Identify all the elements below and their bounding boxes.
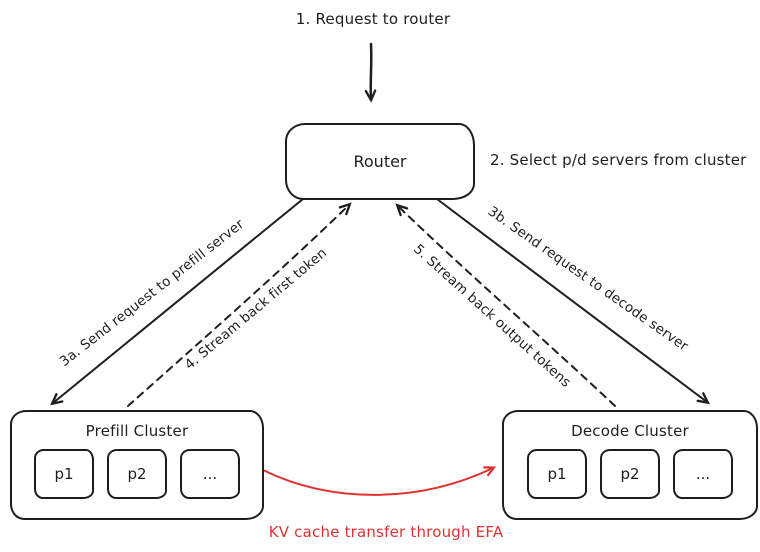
prefill-node-more: ... [180, 449, 240, 499]
prefill-node-p2: p2 [107, 449, 167, 499]
prefill-node-p1: p1 [34, 449, 94, 499]
step1-label: 1. Request to router [295, 10, 451, 28]
prefill-node-p1-label: p1 [54, 465, 74, 483]
send-request-prefill-arrow [53, 198, 304, 403]
stream-output-tokens-arrow [398, 206, 616, 407]
prefill-node-p2-label: p2 [127, 465, 147, 483]
prefill-cluster-label: Prefill Cluster [85, 422, 189, 440]
prefill-cluster-box: Prefill Cluster p1 p2 ... [10, 410, 264, 520]
decode-cluster-box: Decode Cluster p1 p2 ... [502, 410, 758, 520]
decode-cluster-label: Decode Cluster [571, 422, 689, 440]
decode-node-p1-label: p1 [547, 465, 567, 483]
kv-transfer-arrow [262, 468, 493, 496]
decode-node-more: ... [673, 449, 733, 499]
decode-node-more-label: ... [695, 465, 711, 483]
step2-label: 2. Select p/d servers from cluster [490, 151, 747, 169]
stream-first-token-arrow [127, 205, 349, 407]
prefill-node-more-label: ... [202, 465, 218, 483]
router-box: Router [285, 123, 475, 200]
decode-node-p2: p2 [600, 449, 660, 499]
send-request-decode-arrow [436, 198, 707, 402]
decode-node-p1: p1 [527, 449, 587, 499]
router-label: Router [353, 152, 407, 171]
decode-node-p2-label: p2 [620, 465, 640, 483]
request-to-router-arrow [371, 42, 372, 99]
prefill-nodes: p1 p2 ... [12, 449, 262, 499]
decode-nodes: p1 p2 ... [504, 449, 756, 499]
kv-transfer-label: KV cache transfer through EFA [268, 523, 504, 541]
